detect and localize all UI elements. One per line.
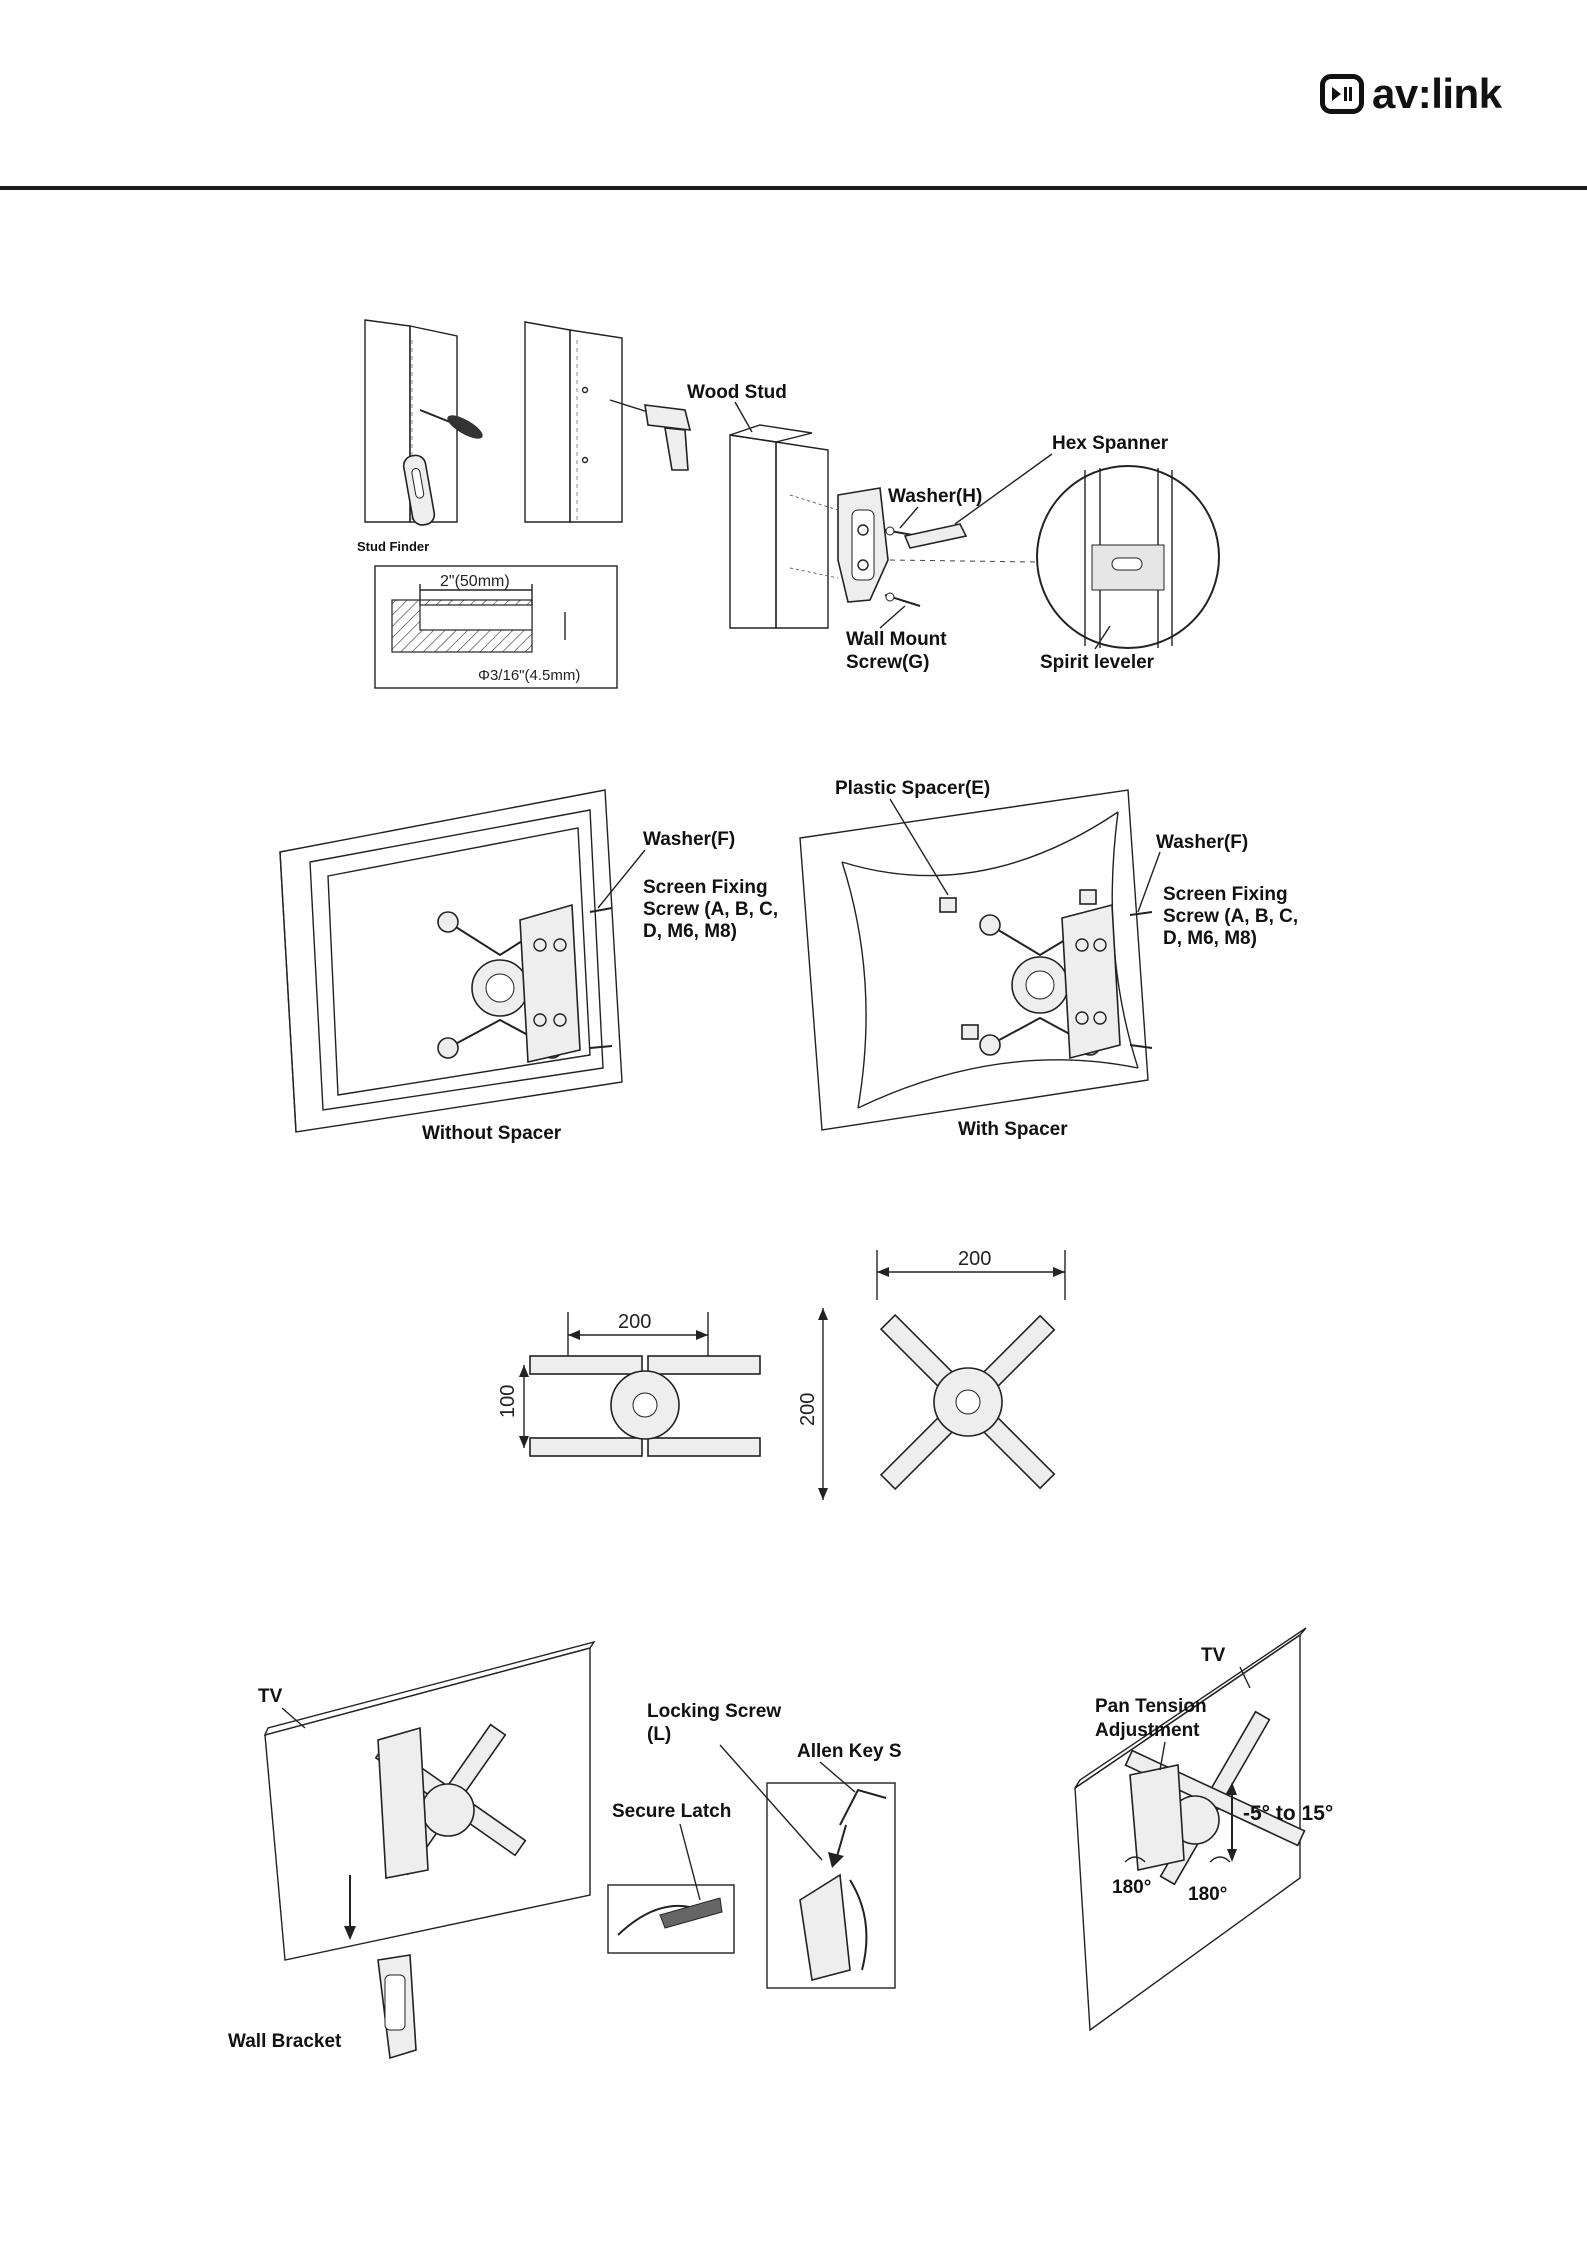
step2-with-spacer: Plastic Spacer(E) Washer(F) Screen Fixin… (799, 778, 1298, 1140)
pan-tension-label-2: Adjustment (1095, 1720, 1200, 1741)
stud-finder-label: Stud Finder (357, 539, 429, 554)
plastic-spacer-label: Plastic Spacer(E) (835, 778, 990, 799)
stud-finder-tool-icon (402, 409, 483, 526)
step2-without-spacer: Washer(F) Screen Fixing Screw (A, B, C, … (279, 789, 778, 1144)
locking-screw-label-1: Locking Screw (647, 1701, 781, 1722)
wood-stud-label: Wood Stud (687, 382, 787, 403)
step1-bracket-mounting: Wood Stud Hex Spanner Washer(H) Wall Mou… (687, 382, 1220, 673)
tv-label: TV (1201, 1645, 1226, 1666)
allen-key-label: Allen Key S (797, 1741, 902, 1762)
wall-bracket-label: Wall Bracket (228, 2031, 342, 2052)
swivel-right-label: 180° (1188, 1884, 1227, 1905)
washer-h-label: Washer(H) (888, 486, 982, 507)
secure-latch-label: Secure Latch (612, 1801, 731, 1822)
width-dimension-200: 200 (618, 1311, 651, 1333)
screw-icon (589, 907, 613, 1049)
tv-label: TV (258, 1686, 283, 1707)
drill-icon (609, 399, 692, 471)
wall-bracket-icon (377, 1954, 417, 2060)
secure-latch-detail (607, 1884, 735, 1954)
screw-icon (1129, 911, 1153, 1049)
hex-spanner-icon (903, 523, 968, 549)
play-pause-icon (1320, 74, 1364, 114)
step4-adjustment: Pan Tension Adjustment TV -5° to 15° 180… (1074, 1627, 1333, 2032)
wall-bracket-icon (837, 487, 889, 603)
width-dimension-200: 200 (958, 1248, 991, 1270)
wall-bracket-icon (519, 903, 581, 1063)
screen-fixing-screw-label-3: D, M6, M8) (1163, 928, 1257, 949)
drill-depth-diagram (374, 565, 618, 689)
allen-key-icon (839, 1788, 887, 1826)
pan-tension-label-1: Pan Tension (1095, 1696, 1207, 1717)
step4-locking-screw: Locking Screw (L) Allen Key S (647, 1701, 902, 1989)
wall-bracket-icon (1061, 903, 1121, 1060)
step1-stud-finding: Stud Finder 2"(50mm) Φ3/16"(4.5mm) (357, 319, 692, 689)
header-divider (0, 186, 1587, 190)
logo-text: av:link (1372, 70, 1502, 117)
height-dimension-100: 100 (497, 1385, 519, 1418)
screen-fixing-screw-label-2: Screw (A, B, C, (1163, 906, 1298, 927)
drill-depth-dimension: 2"(50mm) (440, 573, 510, 590)
brand-logo: av:link (1320, 66, 1502, 122)
vesa-arms-icon (1124, 1710, 1306, 1886)
swivel-left-label: 180° (1112, 1877, 1151, 1898)
step3-config-200x100: 200 100 (497, 1311, 761, 1457)
vesa-arms-icon (879, 1313, 1056, 1491)
screen-fixing-screw-label-3: D, M6, M8) (643, 921, 737, 942)
washer-f-label: Washer(F) (1156, 832, 1248, 853)
drill-diameter-dimension: Φ3/16"(4.5mm) (478, 667, 580, 684)
tilt-range-label: -5° to 15° (1243, 1802, 1333, 1825)
spirit-leveler-label: Spirit leveler (1040, 652, 1155, 673)
locking-screw-detail (766, 1782, 896, 1989)
screen-fixing-screw-label-2: Screw (A, B, C, (643, 899, 778, 920)
swivel-icon (1124, 1856, 1231, 1863)
with-spacer-caption: With Spacer (958, 1119, 1068, 1140)
without-spacer-caption: Without Spacer (422, 1123, 562, 1144)
screen-fixing-screw-label-1: Screen Fixing (1163, 884, 1288, 905)
step4-hang-tv: TV Wall Bracket (228, 1640, 596, 2060)
spirit-leveler-detail (889, 465, 1220, 649)
height-dimension-200: 200 (797, 1393, 819, 1426)
tilt-arrow-icon (1227, 1782, 1237, 1862)
vesa-arms-icon (529, 1355, 761, 1457)
plastic-spacer-icon (939, 889, 1097, 1040)
locking-screw-label-2: (L) (647, 1724, 671, 1745)
wall-mount-screw-label-1: Wall Mount (846, 629, 947, 650)
step4-secure-latch: Secure Latch (607, 1801, 735, 1954)
vesa-arms-icon (374, 1723, 527, 1879)
screen-fixing-screw-label-1: Screen Fixing (643, 877, 768, 898)
step3-config-200x200: 200 200 (797, 1248, 1066, 1500)
wall-mount-screw-label-2: Screw(G) (846, 652, 929, 673)
hex-spanner-label: Hex Spanner (1052, 433, 1169, 454)
washer-f-label: Washer(F) (643, 829, 735, 850)
